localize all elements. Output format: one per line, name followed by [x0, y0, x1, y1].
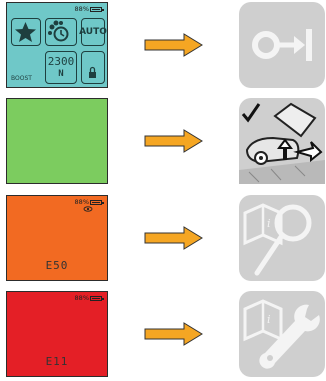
error-code: E50: [45, 259, 69, 272]
manual-magnifier-icon: i: [243, 203, 312, 276]
arrow-right-icon: [144, 33, 203, 57]
lock-cell: [81, 51, 105, 84]
schedule-clock-icon: [48, 20, 69, 42]
lock-icon: [89, 66, 96, 78]
checkmark-lift-mower-icon: [239, 102, 325, 184]
boost-label: BOOST: [11, 75, 32, 82]
start-arrow-icon: [252, 29, 312, 61]
auto-label: AUTO: [79, 27, 107, 37]
svg-text:i: i: [267, 217, 271, 230]
lcd-display-ok: [6, 98, 108, 184]
schedule-mode-cell: [45, 18, 77, 46]
action-tile-service: i: [239, 291, 325, 377]
arrow-right-icon: [144, 322, 203, 346]
arrow-right-icon: [144, 226, 203, 250]
battery-indicator: 88%: [74, 294, 104, 302]
action-tile-lift: [239, 98, 325, 184]
error-code: E11: [45, 355, 69, 368]
battery-percent: 88%: [74, 294, 89, 302]
force-readout: 2300 N: [45, 51, 77, 84]
battery-percent: 88%: [74, 5, 89, 13]
battery-indicator: 88%: [74, 5, 104, 13]
favorite-mode-cell: [11, 18, 41, 46]
lcd-display-ready: 88% AUTO BOOST 2300 N: [6, 2, 108, 88]
star-icon: [15, 22, 36, 42]
auto-mode-cell: AUTO: [79, 18, 107, 46]
status-row-ok: [0, 98, 326, 184]
lcd-display-warning: 88% E50: [6, 195, 108, 281]
status-row-warning: 88% E50 i: [0, 195, 326, 281]
status-row-error: 88% E11 i: [0, 291, 326, 377]
action-tile-start: [239, 2, 325, 88]
force-unit: N: [58, 69, 64, 79]
force-digits: 2300: [47, 55, 75, 68]
svg-text:i: i: [267, 313, 271, 326]
status-row-ready: 88% AUTO BOOST 2300 N: [0, 2, 326, 88]
action-tile-inspect: i: [239, 195, 325, 281]
battery-percent: 88%: [74, 198, 89, 206]
battery-indicator: 88%: [74, 198, 104, 206]
eye-icon: [83, 206, 93, 212]
lcd-display-error: 88% E11: [6, 291, 108, 377]
manual-wrench-icon: i: [243, 299, 320, 369]
arrow-right-icon: [144, 129, 203, 153]
